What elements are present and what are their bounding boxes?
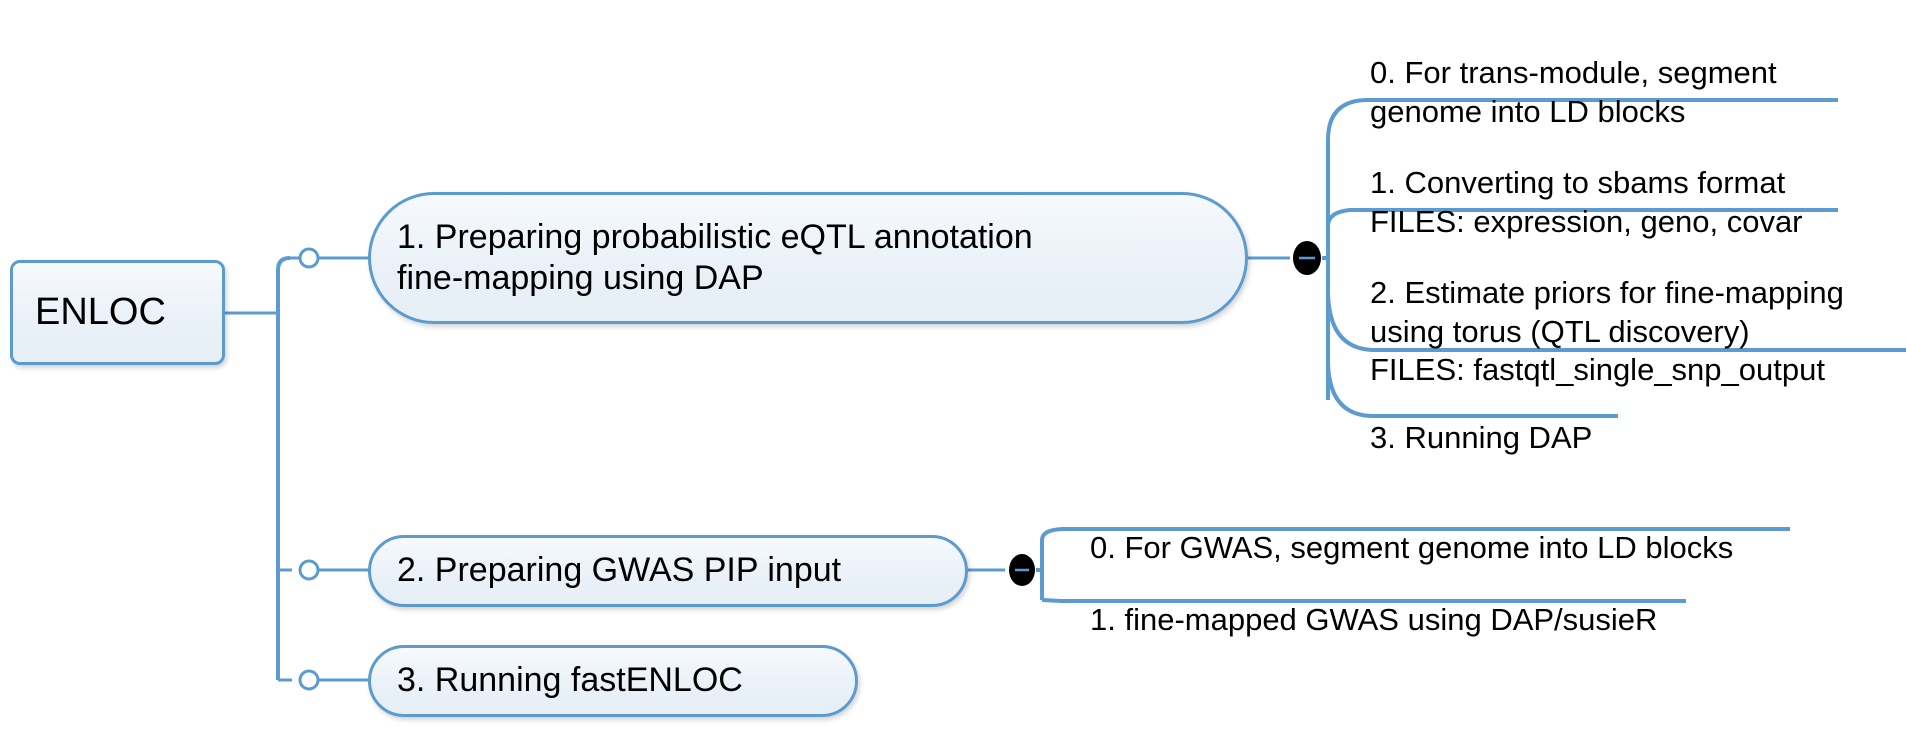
leaf-node-1-3[interactable]: 3. Running DAP xyxy=(1370,380,1770,496)
leaf-node-1-1-label: 1. Converting to sbams format FILES: exp… xyxy=(1370,164,1803,239)
branch-node-3-label: 3. Running fastENLOC xyxy=(397,661,743,700)
leaf-node-2-0-label: 0. For GWAS, segment genome into LD bloc… xyxy=(1090,529,1734,565)
leaf-node-2-1[interactable]: 1. fine-mapped GWAS using DAP/susieR xyxy=(1090,562,1790,678)
branch2-collapse-toggle[interactable] xyxy=(1009,554,1035,586)
leaf-node-2-0[interactable]: 0. For GWAS, segment genome into LD bloc… xyxy=(1090,490,1850,606)
leaf-node-1-1[interactable]: 1. Converting to sbams format FILES: exp… xyxy=(1370,125,1906,280)
leaf-node-1-0-label: 0. For trans-module, segment genome into… xyxy=(1370,54,1777,129)
leaf-node-1-3-label: 3. Running DAP xyxy=(1370,419,1593,455)
leaf-node-1-0[interactable]: 0. For trans-module, segment genome into… xyxy=(1370,15,1900,170)
branch-node-2-label: 2. Preparing GWAS PIP input xyxy=(397,551,842,590)
root-node[interactable]: ENLOC xyxy=(10,260,225,365)
root-node-label: ENLOC xyxy=(35,291,166,334)
leaf-node-2-1-label: 1. fine-mapped GWAS using DAP/susieR xyxy=(1090,601,1658,637)
branch3-bullet-icon[interactable] xyxy=(298,669,320,691)
leaf-node-1-2[interactable]: 2. Estimate priors for fine-mapping usin… xyxy=(1370,235,1906,429)
branch1-collapse-toggle[interactable] xyxy=(1293,241,1321,275)
branch-node-1-label: 1. Preparing probabilistic eQTL annotati… xyxy=(397,217,1033,297)
leaf-node-1-2-label: 2. Estimate priors for fine-mapping usin… xyxy=(1370,274,1844,388)
branch-node-3[interactable]: 3. Running fastENLOC xyxy=(368,645,858,717)
spine-cap-top xyxy=(276,256,291,271)
branch-node-1[interactable]: 1. Preparing probabilistic eQTL annotati… xyxy=(368,192,1248,324)
branch2-bullet-icon[interactable] xyxy=(298,559,320,581)
branch1-bullet-icon[interactable] xyxy=(298,247,320,269)
branch-node-2[interactable]: 2. Preparing GWAS PIP input xyxy=(368,535,968,607)
